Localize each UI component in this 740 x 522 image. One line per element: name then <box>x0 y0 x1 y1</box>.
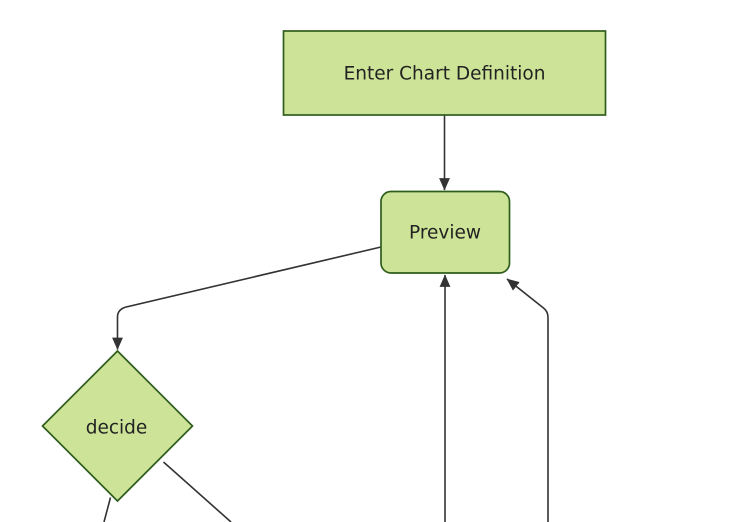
node-enter-chart-definition-shape <box>282 30 607 116</box>
edge-offscreen-bottom-right-to-preview <box>506 278 549 522</box>
edge-preview-to-decide <box>112 246 382 351</box>
node-preview: Preview <box>380 190 511 274</box>
node-decide: decide <box>41 349 194 503</box>
node-decide-shape <box>41 349 194 503</box>
edge-decide-to-offscreen-bottom-right <box>162 461 232 522</box>
edge-decide-to-offscreen-bottom-left <box>103 497 112 522</box>
node-enter-chart-definition-label: Enter Chart Definition <box>344 64 546 85</box>
node-preview-label: Preview <box>409 223 481 244</box>
edge-layer <box>103 115 549 522</box>
node-decide-label: decide <box>86 418 148 439</box>
node-preview-shape <box>380 190 511 274</box>
node-enter-chart-definition: Enter Chart Definition <box>282 30 607 116</box>
